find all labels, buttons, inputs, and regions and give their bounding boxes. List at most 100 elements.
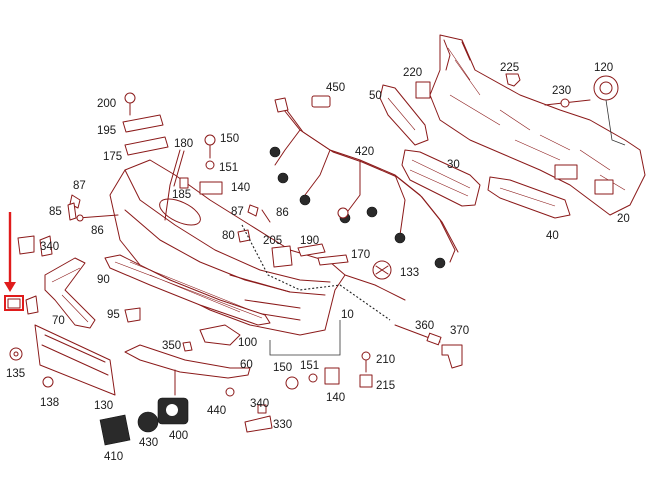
label-86a: 86 bbox=[91, 225, 104, 237]
label-70: 70 bbox=[52, 315, 65, 327]
label-190: 190 bbox=[300, 235, 319, 247]
clip-185[interactable] bbox=[179, 177, 189, 189]
fog-lamp-cover-bracket[interactable] bbox=[7, 298, 21, 309]
parking-sensor-400[interactable] bbox=[157, 397, 189, 425]
label-180: 180 bbox=[174, 138, 193, 150]
label-175: 175 bbox=[103, 151, 122, 163]
highlight-box bbox=[4, 295, 24, 311]
label-95: 95 bbox=[107, 309, 120, 321]
label-225: 225 bbox=[500, 62, 519, 74]
wiring-harness[interactable] bbox=[269, 97, 459, 269]
screw-87b[interactable] bbox=[247, 204, 259, 217]
label-215: 215 bbox=[376, 380, 395, 392]
side-bracket-50[interactable] bbox=[379, 84, 429, 146]
label-450: 450 bbox=[326, 82, 345, 94]
label-170: 170 bbox=[351, 249, 370, 261]
label-210: 210 bbox=[376, 354, 395, 366]
clip-340a[interactable] bbox=[39, 235, 53, 257]
pin-230[interactable] bbox=[544, 98, 591, 108]
label-200: 200 bbox=[97, 98, 116, 110]
label-135: 135 bbox=[6, 368, 25, 380]
bolt-360[interactable] bbox=[394, 324, 442, 346]
label-80: 80 bbox=[222, 230, 235, 242]
label-230: 230 bbox=[552, 85, 571, 97]
label-30: 30 bbox=[447, 159, 460, 171]
clip-151a[interactable] bbox=[205, 160, 215, 170]
label-138: 138 bbox=[40, 397, 59, 409]
sensor-bracket-410[interactable] bbox=[99, 414, 131, 446]
label-130: 130 bbox=[94, 400, 113, 412]
license-plate-holder[interactable] bbox=[34, 324, 116, 396]
label-330: 330 bbox=[273, 419, 292, 431]
label-220: 220 bbox=[403, 67, 422, 79]
washer-135[interactable] bbox=[9, 347, 23, 361]
bracket-370[interactable] bbox=[441, 344, 463, 369]
upper-grille-insert[interactable] bbox=[401, 149, 481, 207]
label-150a: 150 bbox=[220, 133, 239, 145]
label-60: 60 bbox=[240, 359, 253, 371]
label-340b: 340 bbox=[250, 398, 269, 410]
horn-120[interactable] bbox=[593, 75, 626, 146]
label-133: 133 bbox=[400, 267, 419, 279]
clip-215[interactable] bbox=[359, 374, 373, 388]
label-86b: 86 bbox=[276, 207, 289, 219]
connector-450[interactable] bbox=[311, 95, 331, 108]
bolt-200[interactable] bbox=[124, 92, 136, 116]
clip-220[interactable] bbox=[415, 81, 431, 99]
clip-strip-195[interactable] bbox=[122, 114, 164, 133]
bracket-140[interactable] bbox=[199, 181, 223, 195]
strip-180[interactable] bbox=[164, 149, 185, 221]
label-340a: 340 bbox=[40, 241, 59, 253]
bumper-support-bracket[interactable] bbox=[429, 34, 646, 216]
lower-absorber[interactable] bbox=[487, 176, 571, 219]
label-151a: 151 bbox=[219, 162, 238, 174]
washer-151b[interactable] bbox=[308, 373, 318, 383]
clip-350[interactable] bbox=[182, 341, 193, 352]
screw-150a[interactable] bbox=[204, 134, 216, 159]
screw-95[interactable] bbox=[124, 307, 141, 323]
bolt-210[interactable] bbox=[361, 351, 371, 373]
label-140b: 140 bbox=[326, 392, 345, 404]
clip-85[interactable] bbox=[67, 202, 77, 221]
clip-340b[interactable] bbox=[257, 404, 267, 414]
clip-440[interactable] bbox=[225, 387, 235, 397]
label-90: 90 bbox=[97, 274, 110, 286]
side-trim-strip-70[interactable] bbox=[44, 257, 96, 329]
clip-190[interactable] bbox=[297, 243, 326, 257]
label-87b: 87 bbox=[231, 206, 244, 218]
label-360: 360 bbox=[415, 320, 434, 332]
clip-170[interactable] bbox=[317, 254, 349, 266]
bracket-140b[interactable] bbox=[324, 367, 340, 385]
label-100: 100 bbox=[238, 337, 257, 349]
label-195: 195 bbox=[97, 125, 116, 137]
label-10: 10 bbox=[341, 309, 354, 321]
lower-moulding-60[interactable] bbox=[124, 344, 251, 396]
cover-330[interactable] bbox=[244, 415, 273, 433]
label-151b: 151 bbox=[300, 360, 319, 372]
label-420: 420 bbox=[355, 146, 374, 158]
bolt-150-top[interactable] bbox=[337, 207, 349, 219]
label-370: 370 bbox=[450, 325, 469, 337]
red-arrow-icon bbox=[4, 212, 16, 292]
sensor-holder-430[interactable] bbox=[137, 411, 159, 433]
bolt-225[interactable] bbox=[505, 73, 521, 87]
cover-330-top[interactable] bbox=[17, 235, 35, 255]
lower-grille-mesh[interactable] bbox=[104, 254, 271, 326]
screw-86b[interactable] bbox=[261, 209, 271, 223]
label-50: 50 bbox=[369, 90, 382, 102]
label-440: 440 bbox=[207, 405, 226, 417]
label-430: 430 bbox=[139, 437, 158, 449]
part-labels: 20 30 40 50 60 70 80 85 86 86 87 87 90 9… bbox=[6, 62, 630, 463]
clip-strip-175[interactable] bbox=[124, 136, 169, 156]
bolt-150b[interactable] bbox=[285, 376, 299, 390]
screw-86a[interactable] bbox=[76, 214, 119, 222]
bumper-cover[interactable] bbox=[109, 159, 406, 336]
reflector-100[interactable] bbox=[199, 324, 241, 346]
bracket-205[interactable] bbox=[271, 245, 293, 268]
label-120: 120 bbox=[594, 62, 613, 74]
screw-138[interactable] bbox=[42, 376, 54, 388]
sensor-133[interactable] bbox=[372, 260, 392, 280]
fog-lamp-cover-tab[interactable] bbox=[25, 295, 39, 315]
dashed-line-bracket bbox=[241, 224, 391, 321]
